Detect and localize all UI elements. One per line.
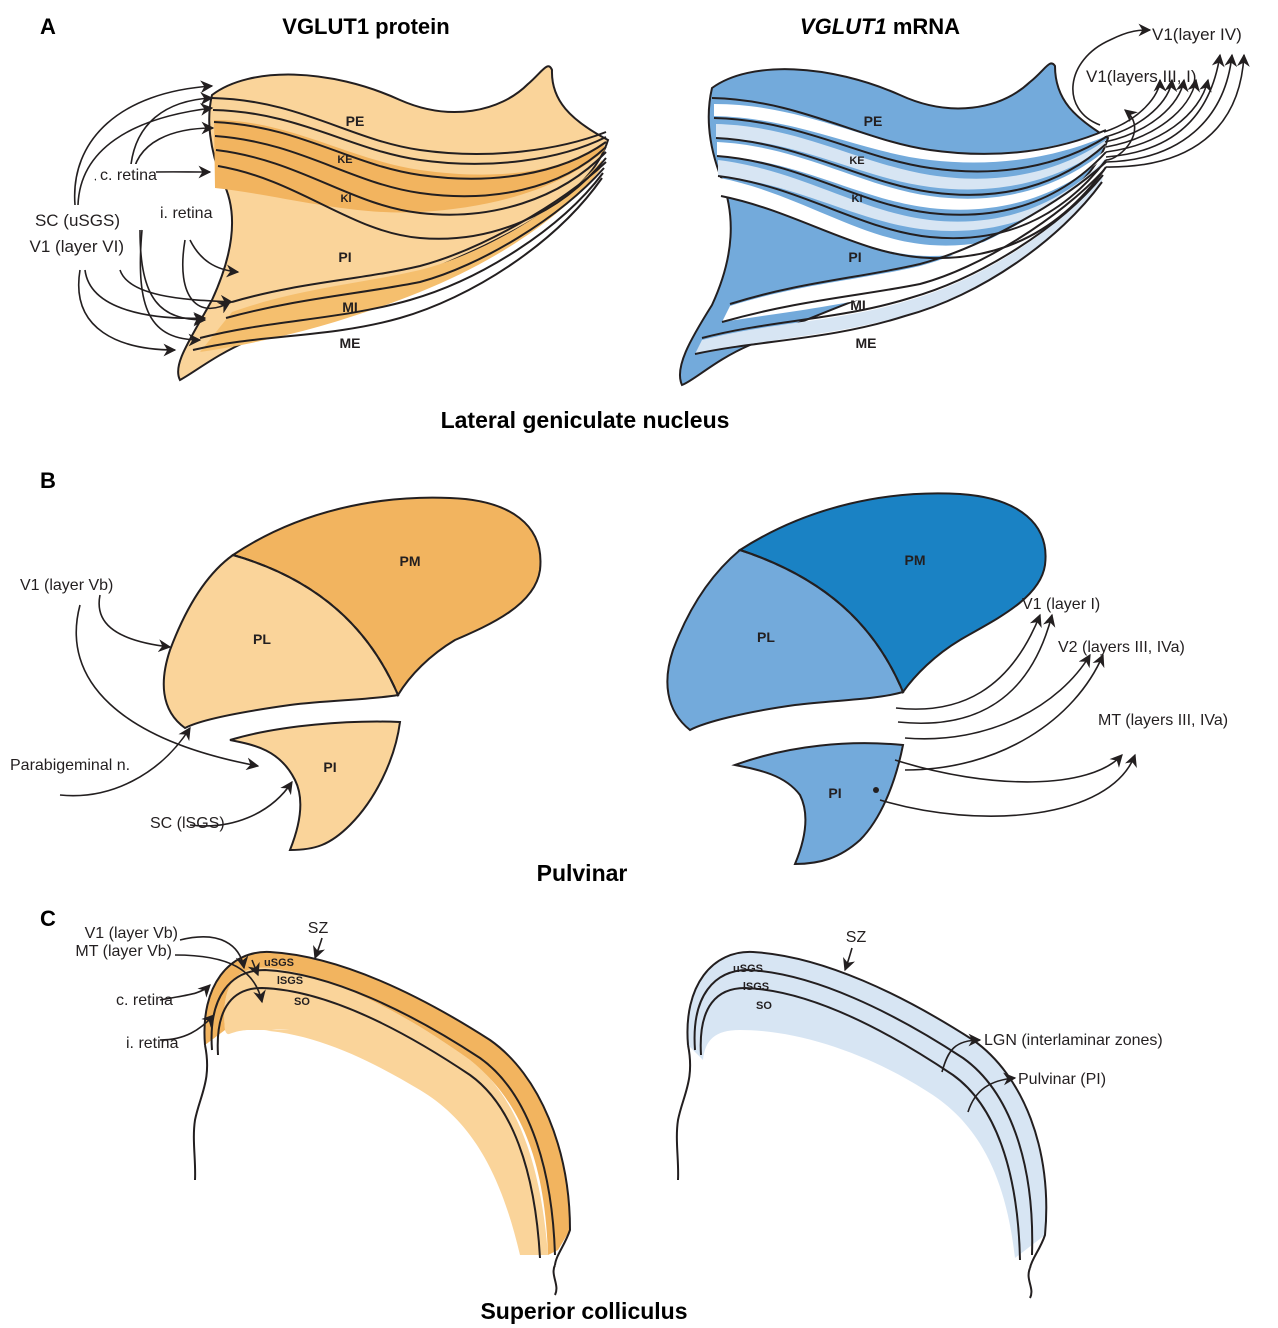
panel-b-caption: Pulvinar xyxy=(537,860,628,886)
lgn-input-v1-layer-vi: V1 (layer VI) xyxy=(30,237,124,256)
lgn-mrna-label-pi: PI xyxy=(848,249,861,265)
pulvinar-mrna-pi xyxy=(735,743,903,864)
sc-mrna-label-lsgs: lSGS xyxy=(743,981,769,993)
panel-b: B PM PL PI V1 (layer Vb) Parabigeminal n… xyxy=(10,468,1228,886)
pulvinar-output-v2: V2 (layers III, IVa) xyxy=(1058,639,1185,656)
lgn-mrna-label-pe: PE xyxy=(864,113,883,129)
lgn-input-sc-usgs: SC (uSGS) xyxy=(35,211,120,230)
sc-mrna-label-usgs: uSGS xyxy=(733,963,763,975)
pulvinar-protein-label-pl: PL xyxy=(253,631,271,647)
sc-input-mt-layer-vb: MT (layer Vb) xyxy=(75,943,172,960)
pulvinar-input-sc-lsgs: SC (lSGS) xyxy=(150,815,225,832)
panel-a: A VGLUT1 protein VGLUT1 mRNA PE xyxy=(12,14,1244,433)
pulvinar-mrna-label-pi: PI xyxy=(828,785,841,801)
lgn-input-c-retina: c. retina xyxy=(100,167,157,184)
panel-b-letter: B xyxy=(40,468,56,493)
pulvinar-output-v1-layer-i: V1 (layer I) xyxy=(1022,596,1100,613)
sc-mrna-tail xyxy=(1029,1268,1032,1298)
lgn-protein-label-me: ME xyxy=(340,335,361,351)
sc-mrna-fill xyxy=(687,952,1046,1258)
lgn-output-v1-layer-iv: V1(layer IV) xyxy=(1152,25,1242,44)
lgn-protein-label-pi: PI xyxy=(338,249,351,265)
lgn-protein: PE KE KI PI MI ME xyxy=(178,66,608,380)
sc-mrna-stalk xyxy=(677,1045,690,1180)
sc-input-v1-layer-vb: V1 (layer Vb) xyxy=(85,925,178,942)
pulvinar-input-v1-layer-vb: V1 (layer Vb) xyxy=(20,577,113,594)
lgn-mrna-label-ke: KE xyxy=(849,155,864,167)
lgn-protein-label-pe: PE xyxy=(346,113,365,129)
pulvinar-input-parabigeminal: Parabigeminal n. xyxy=(10,757,130,774)
sc-input-i-retina: i. retina xyxy=(126,1035,179,1052)
pulvinar-protein: PM PL PI xyxy=(164,498,541,850)
pulvinar-mrna: PM PL PI xyxy=(667,493,1045,864)
sc-protein: uSGS lSGS SO SZ xyxy=(194,920,570,1295)
sc-mrna: uSGS lSGS SO SZ xyxy=(677,929,1046,1298)
sc-output-pulvinar: Pulvinar (PI) xyxy=(1018,1071,1106,1088)
lgn-mrna-label-ki: KI xyxy=(852,193,863,205)
sc-mrna-label-so: SO xyxy=(756,1000,772,1012)
sc-protein-label-so: SO xyxy=(294,996,310,1008)
sc-protein-label-usgs: uSGS xyxy=(264,957,294,969)
sc-protein-label-sz: SZ xyxy=(308,920,329,937)
sc-protein-so-fill xyxy=(224,968,548,1255)
sc-protein-tail xyxy=(554,1265,557,1295)
sc-input-c-retina: c. retina xyxy=(116,992,173,1009)
lgn-input-i-retina: i. retina xyxy=(160,205,213,222)
pulvinar-protein-label-pi: PI xyxy=(323,759,336,775)
lgn-output-v1-layers-iii-i: V1(layers III, I) xyxy=(1086,67,1197,86)
lgn-mrna-label-me: ME xyxy=(856,335,877,351)
lgn-mrna-label-mi: MI xyxy=(850,297,866,313)
sc-protein-stalk xyxy=(194,1045,207,1180)
title-mrna-gene: VGLUT1 xyxy=(800,14,887,39)
title-mrna-rest: mRNA xyxy=(887,14,960,39)
sc-protein-label-lsgs: lSGS xyxy=(277,975,303,987)
lgn-protein-label-ki: KI xyxy=(341,193,352,205)
lgn-protein-label-mi: MI xyxy=(342,299,358,315)
panel-c-letter: C xyxy=(40,906,56,931)
pulvinar-output-mt: MT (layers III, IVa) xyxy=(1098,712,1228,729)
sc-mrna-label-sz: SZ xyxy=(846,929,867,946)
pulvinar-mrna-label-pm: PM xyxy=(905,552,926,568)
panel-c-caption: Superior colliculus xyxy=(480,1298,687,1324)
panel-c: C uSGS lSGS SO SZ V1 (layer Vb) MT (laye… xyxy=(40,906,1163,1324)
pulvinar-mrna-dot xyxy=(873,787,879,793)
lgn-mrna: PE KE KI PI MI ME xyxy=(680,63,1108,385)
lgn-protein-label-ke: KE xyxy=(337,154,352,166)
panel-a-letter: A xyxy=(40,14,56,39)
pulvinar-protein-label-pm: PM xyxy=(400,553,421,569)
panel-a-caption: Lateral geniculate nucleus xyxy=(441,407,730,433)
pulvinar-mrna-label-pl: PL xyxy=(757,629,775,645)
sc-protein-notch xyxy=(224,1030,290,1050)
panel-a-title-protein: VGLUT1 protein xyxy=(282,14,449,39)
pulvinar-protein-pi xyxy=(230,722,400,850)
sc-output-lgn: LGN (interlaminar zones) xyxy=(984,1032,1163,1049)
panel-a-title-mrna: VGLUT1 mRNA xyxy=(800,14,960,39)
